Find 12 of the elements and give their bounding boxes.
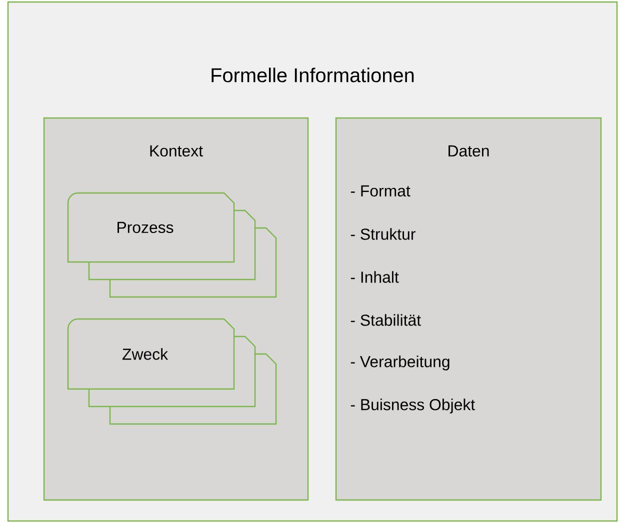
list-item: - Buisness Objekt [350,398,475,414]
list-item: - Verarbeitung [350,356,450,370]
panel-heading: Daten [448,145,489,157]
list-item: - Format [350,185,410,197]
list-item: - Stabilität [350,314,421,326]
list-item: - Struktur [350,228,416,240]
panel-heading: Kontext [150,145,203,157]
card-stack-drawing: Zweck [67,318,277,425]
list-item: - Inhalt [350,271,399,283]
frame-title: Formelle Informationen [212,68,414,82]
card-stack-drawing: Prozess [67,192,277,298]
panel-box [335,117,602,501]
